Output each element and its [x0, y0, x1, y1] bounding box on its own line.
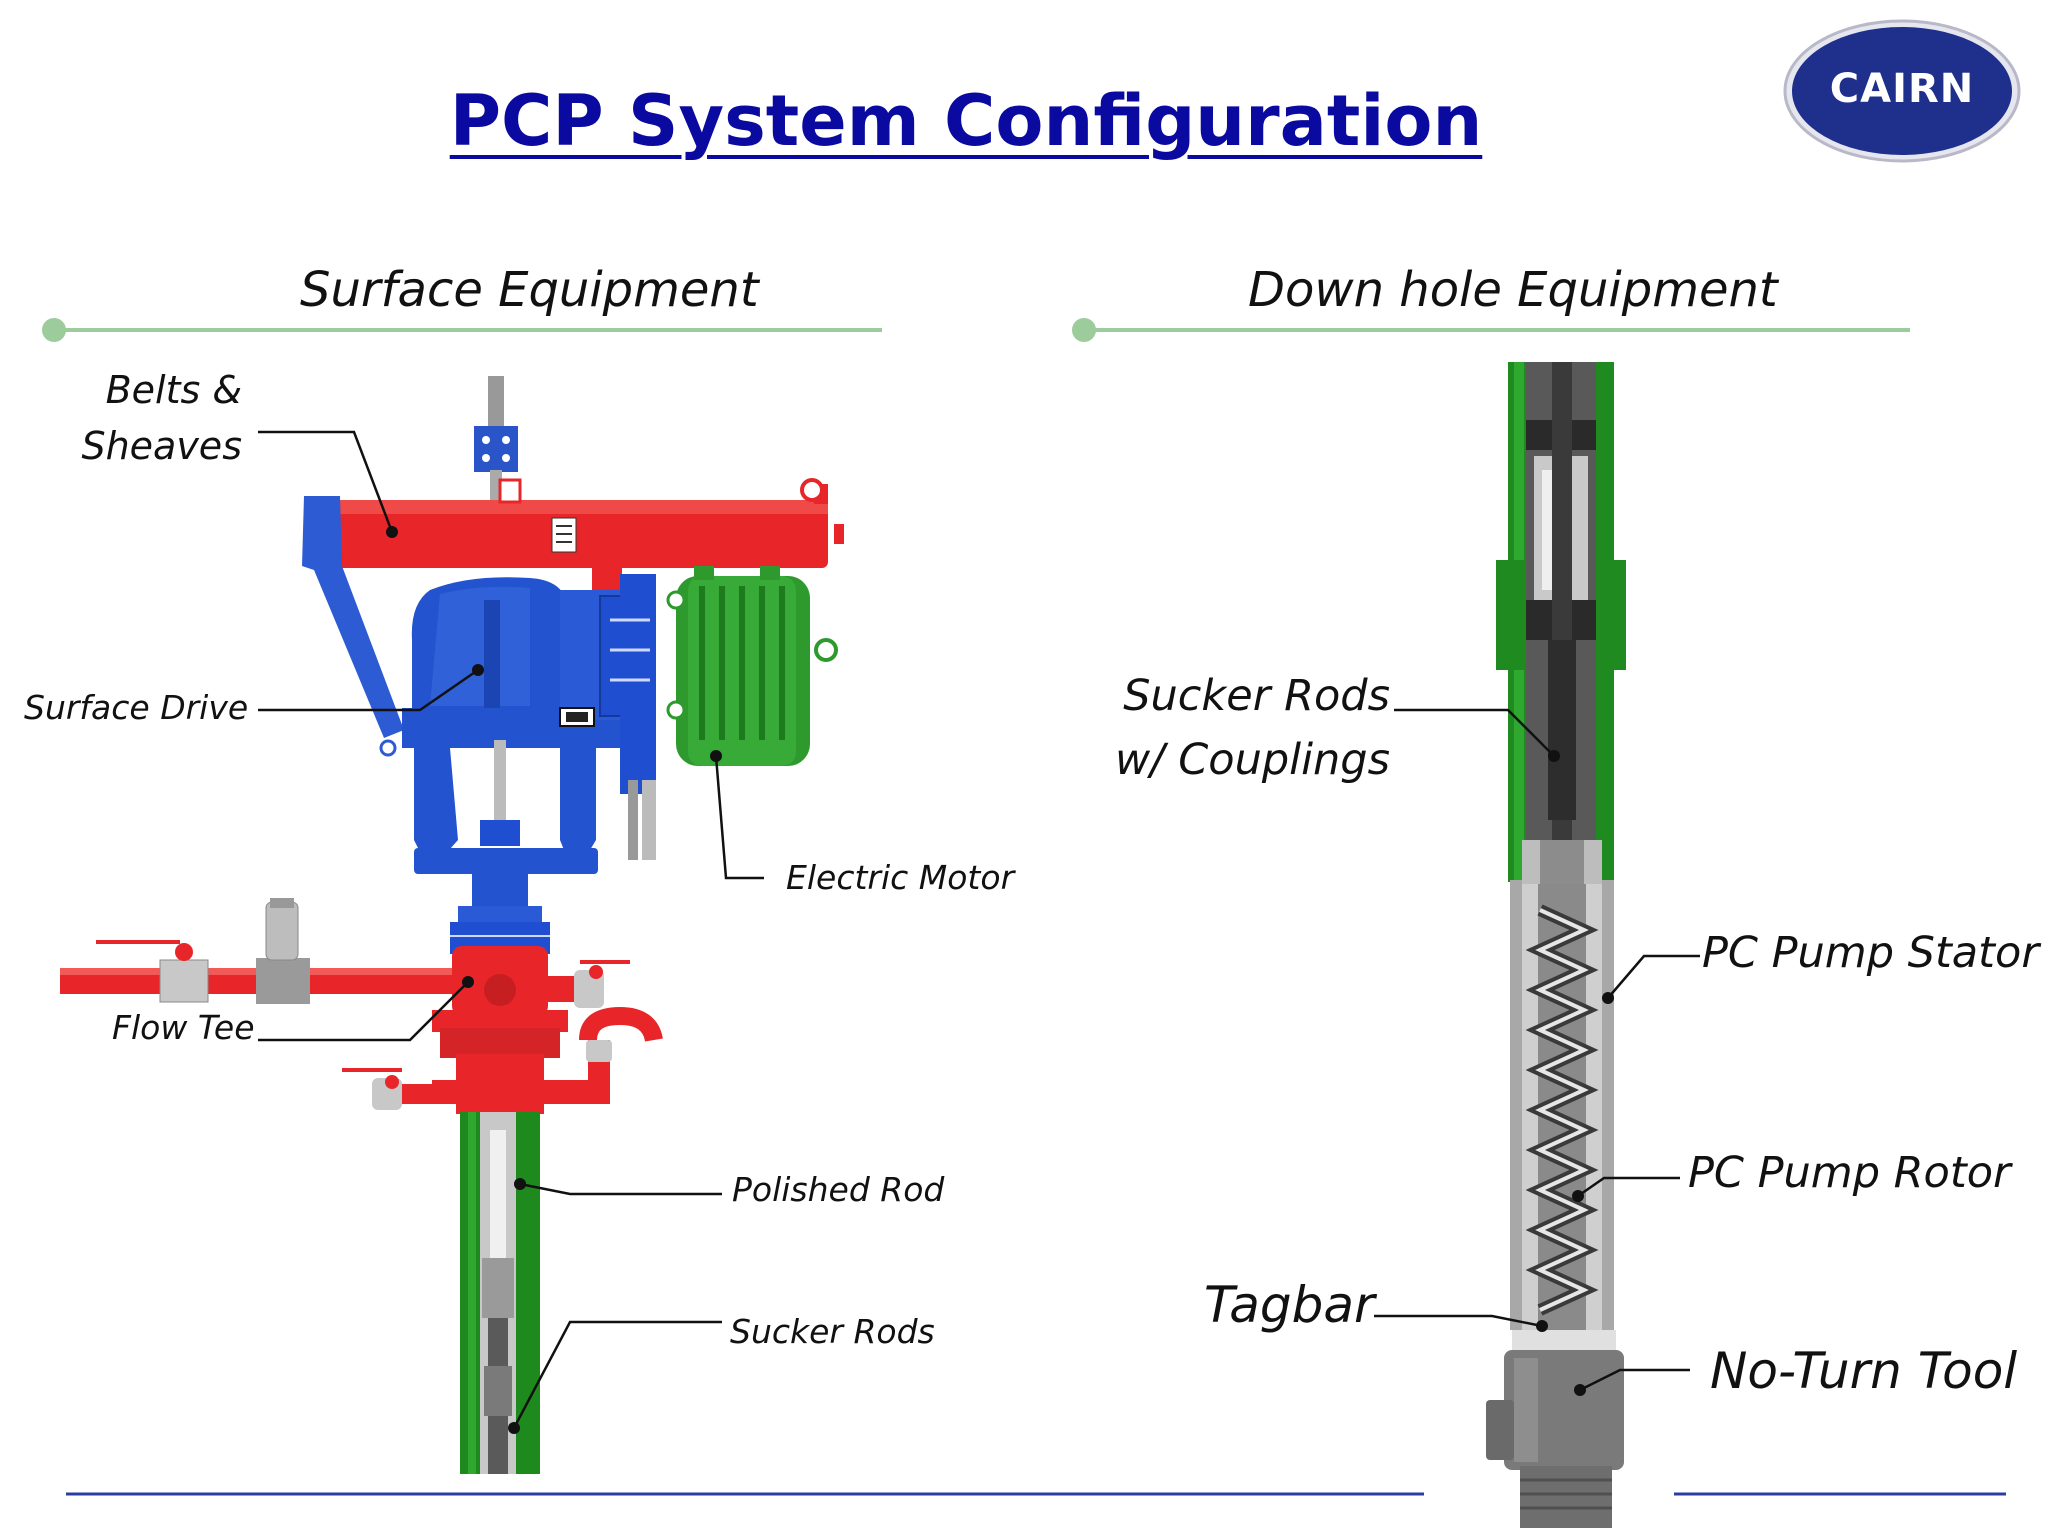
electric-motor [666, 566, 838, 766]
page-title: PCP System Configuration [449, 80, 1483, 162]
flow-tee [342, 946, 663, 1114]
label-pc-pump-rotor: PC Pump Rotor [1688, 1148, 2011, 1198]
surface-callouts [258, 430, 764, 1429]
label-sucker-rods-couplings: Sucker Rods w/ Couplings [1080, 664, 1390, 792]
wellhead-tubing [460, 1112, 540, 1474]
label-no-turn-tool: No-Turn Tool [1710, 1342, 2018, 1400]
label-sucker-rods-line1: Sucker Rods [1123, 671, 1390, 721]
label-sucker-rods-surface: Sucker Rods [730, 1312, 935, 1351]
label-tagbar: Tagbar [1204, 1276, 1375, 1334]
no-turn-tool [1486, 1330, 1624, 1528]
label-electric-motor: Electric Motor [786, 858, 1015, 897]
surface-section-rule [42, 318, 882, 342]
downhole-callout-dots [1536, 750, 1614, 1396]
downhole-equipment-heading: Down hole Equipment [1248, 262, 1778, 318]
label-surface-drive: Surface Drive [24, 688, 249, 727]
label-belts-line2: Sheaves [81, 424, 242, 468]
downhole-equipment-illustration [1486, 362, 1626, 1528]
label-polished-rod: Polished Rod [732, 1170, 945, 1209]
cairn-logo [1783, 19, 2021, 163]
downhole-section-rule [1072, 318, 1910, 342]
pc-pump-stator [1510, 880, 1614, 1330]
flow-line [60, 898, 480, 1004]
label-belts-sheaves: Belts & Sheaves [0, 362, 242, 474]
belt-guard [328, 478, 844, 592]
label-flow-tee: Flow Tee [112, 1008, 255, 1047]
surface-drive [402, 574, 656, 860]
surface-callout-dots [386, 526, 722, 1434]
surface-equipment-heading: Surface Equipment [300, 262, 759, 318]
label-pc-pump-stator: PC Pump Stator [1702, 928, 2040, 978]
logo-text: CAIRN [1829, 66, 1975, 112]
surface-equipment-illustration [60, 376, 844, 1474]
label-sucker-rods-line2: w/ Couplings [1114, 735, 1390, 785]
downhole-callouts [1374, 708, 1700, 1392]
label-belts-line1: Belts & [105, 368, 242, 412]
